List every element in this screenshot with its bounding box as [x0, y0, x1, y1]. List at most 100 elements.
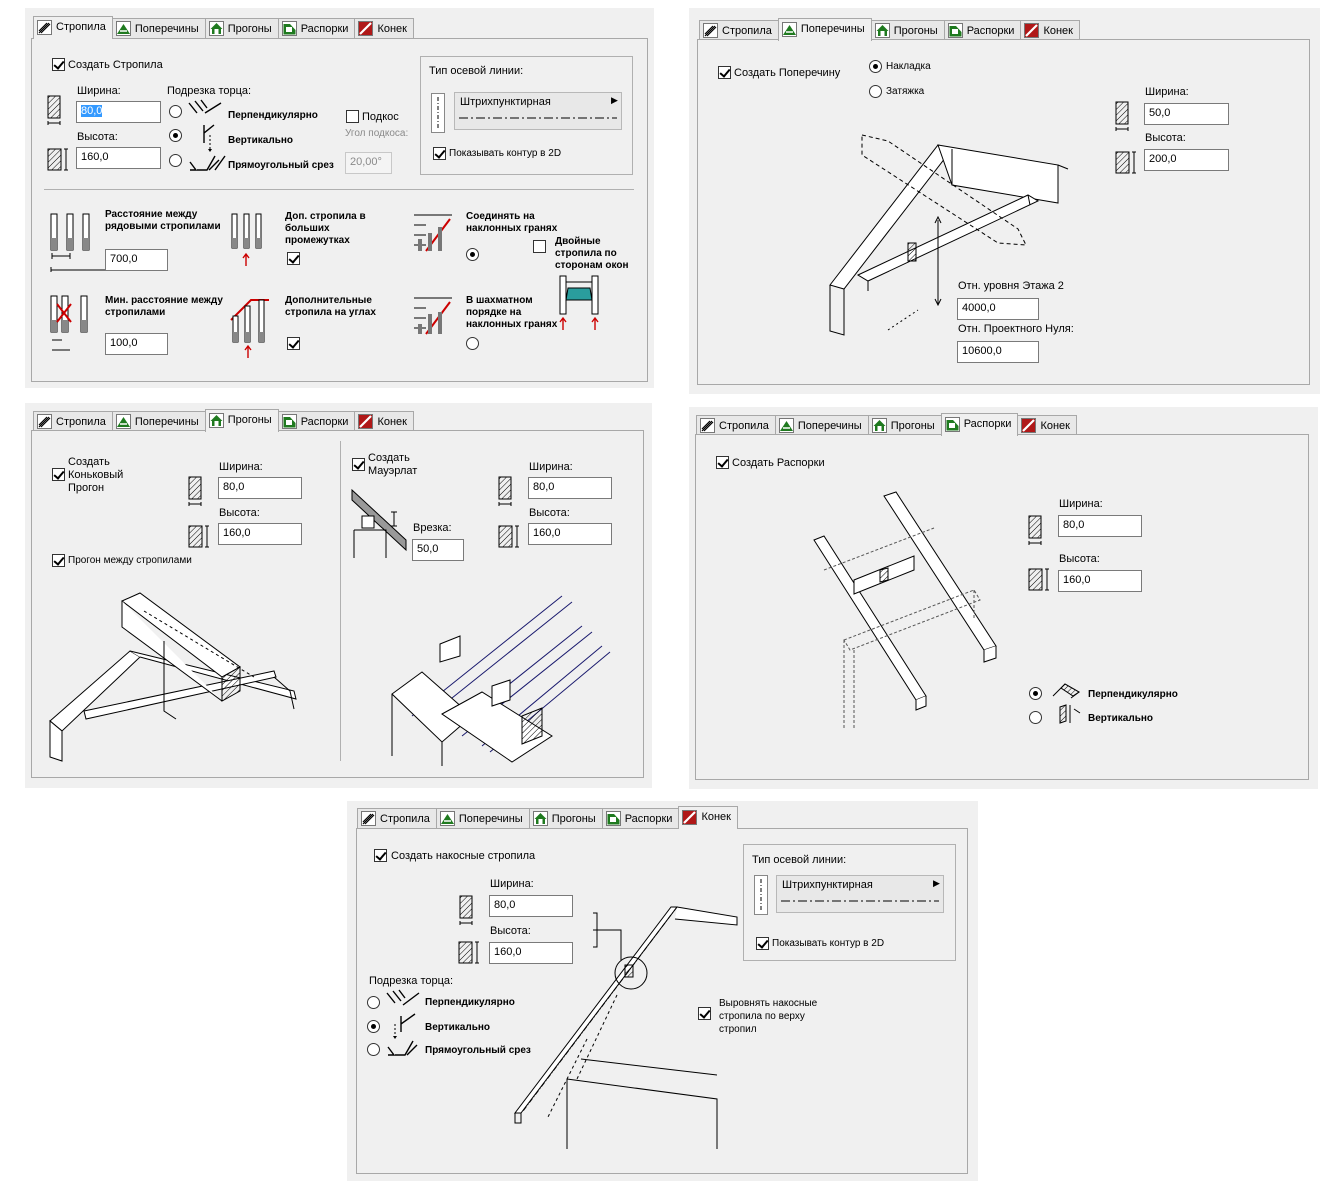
create-rafters-checkbox[interactable]: [52, 58, 65, 71]
floor-level-input[interactable]: 4000,0: [957, 298, 1039, 320]
tab-braces[interactable]: Распорки: [940, 413, 1019, 436]
height-input[interactable]: 160,0: [1058, 570, 1142, 592]
brace-icon: [948, 23, 963, 38]
notch-input[interactable]: 50,0: [412, 539, 464, 561]
tab-ridge[interactable]: Конек: [354, 411, 414, 431]
corner-rafters-checkbox[interactable]: [287, 337, 300, 350]
tab-purlins[interactable]: Прогоны: [204, 409, 279, 432]
tab-rafters[interactable]: Стропила: [33, 411, 113, 431]
width-input[interactable]: 80,0: [76, 101, 161, 123]
create-braces-checkbox[interactable]: [716, 456, 729, 469]
brace-perpendicular-radio[interactable]: [1029, 687, 1042, 700]
join-slopes-radio[interactable]: [466, 248, 479, 261]
stagger-radio[interactable]: [466, 337, 479, 350]
purlin-between-checkbox[interactable]: [52, 554, 65, 567]
rafter-icon: [37, 20, 52, 35]
ridge-icon: [358, 21, 373, 36]
section-height-icon: [497, 524, 521, 550]
cut-perpendicular-icon: [386, 989, 420, 1006]
brace-checkbox[interactable]: [346, 110, 359, 123]
tab-ridge[interactable]: Конек: [1020, 20, 1080, 40]
tab-braces[interactable]: Распорки: [943, 20, 1022, 40]
double-rafters-checkbox[interactable]: [533, 240, 546, 253]
tab-crossbars[interactable]: Поперечины: [774, 415, 869, 435]
tab-braces[interactable]: Распорки: [601, 808, 680, 828]
ridge-width-label: Ширина:: [219, 461, 263, 473]
brace-angle-input[interactable]: 20,00°: [345, 152, 392, 174]
tab-braces[interactable]: Распорки: [277, 411, 356, 431]
height-input[interactable]: 160,0: [489, 942, 573, 964]
hip-rafter-illustration: [507, 899, 747, 1149]
axis-line-dropdown[interactable]: Штрихпунктирная ▶: [454, 92, 622, 130]
overlay-label: Накладка: [886, 61, 931, 72]
extra-rafters-checkbox[interactable]: [287, 252, 300, 265]
min-spacing-input[interactable]: 100,0: [105, 333, 168, 355]
tab-purlins[interactable]: Прогоны: [867, 415, 942, 435]
crossbar-icon: [116, 21, 131, 36]
mauerlat-checkbox[interactable]: [352, 458, 365, 471]
cut-rectangular-label: Прямоугольный срез: [228, 160, 334, 171]
ridge-width-input[interactable]: 80,0: [218, 477, 302, 499]
brace-icon: [282, 414, 297, 429]
mauerlat-label: Создать Мауэрлат: [368, 452, 418, 477]
brace-vertical-radio[interactable]: [1029, 711, 1042, 724]
tab-rafters[interactable]: Стропила: [699, 20, 779, 40]
rafter-spacing-input[interactable]: 700,0: [105, 249, 168, 271]
tab-crossbars[interactable]: Поперечины: [111, 18, 206, 38]
section-height-icon: [457, 940, 481, 966]
cut-vertical-icon: [203, 124, 215, 152]
create-hip-rafters-checkbox[interactable]: [374, 849, 387, 862]
axis-line-icon: [754, 875, 768, 915]
double-rafters-label: Двойные стропила по сторонам окон: [555, 236, 629, 271]
tab-rafters[interactable]: Стропила: [696, 415, 776, 435]
tab-rafters[interactable]: Стропила: [33, 16, 113, 39]
create-crossbar-checkbox[interactable]: [718, 66, 731, 79]
tab-purlins[interactable]: Прогоны: [204, 18, 279, 38]
cut-rectangular-radio[interactable]: [169, 154, 182, 167]
align-hip-rafters-checkbox[interactable]: [698, 1007, 711, 1020]
cut-vertical-radio[interactable]: [367, 1020, 380, 1033]
height-input[interactable]: 200,0: [1144, 149, 1229, 171]
notch-label: Врезка:: [413, 522, 452, 534]
cut-rectangular-radio[interactable]: [367, 1043, 380, 1056]
height-input[interactable]: 160,0: [76, 147, 161, 169]
tie-radio[interactable]: [869, 85, 882, 98]
tab-ridge[interactable]: Конек: [354, 18, 414, 38]
project-zero-input[interactable]: 10600,0: [957, 341, 1039, 363]
floor-level-label: Отн. уровня Этажа 2: [958, 280, 1064, 292]
stagger-icon: [414, 297, 452, 335]
tab-rafters[interactable]: Стропила: [357, 808, 437, 828]
cut-vertical-icon: [393, 1013, 416, 1039]
ridge-purlin-checkbox[interactable]: [52, 468, 65, 481]
mauerlat-width-input[interactable]: 80,0: [528, 477, 612, 499]
width-input[interactable]: 80,0: [1058, 515, 1142, 537]
axis-line-group: Тип осевой линии: Штрихпунктирная ▶ Пока…: [743, 844, 956, 961]
tab-crossbars[interactable]: Поперечины: [111, 411, 206, 431]
cut-perpendicular-icon: [188, 99, 222, 114]
axis-line-dropdown[interactable]: Штрихпунктирная ▶: [776, 875, 944, 913]
purlin-icon: [875, 23, 890, 38]
tab-purlins[interactable]: Прогоны: [528, 808, 603, 828]
tab-braces[interactable]: Распорки: [277, 18, 356, 38]
width-input[interactable]: 80,0: [489, 895, 573, 917]
crossbar-icon: [116, 414, 131, 429]
cut-perpendicular-radio[interactable]: [367, 996, 380, 1009]
show-contour-checkbox[interactable]: [756, 937, 769, 950]
show-contour-checkbox[interactable]: [433, 147, 446, 160]
panel-purlins: Стропила Поперечины Прогоны Распорки Кон…: [25, 403, 652, 788]
mauerlat-height-input[interactable]: 160,0: [528, 523, 612, 545]
project-zero-label: Отн. Проектного Нуля:: [958, 323, 1074, 335]
width-input[interactable]: 50,0: [1144, 103, 1229, 125]
tab-crossbars[interactable]: Поперечины: [777, 18, 872, 41]
mauerlat-width-label: Ширина:: [529, 461, 573, 473]
tab-bar: Стропила Поперечины Прогоны Распорки Кон…: [33, 16, 414, 39]
overlay-radio[interactable]: [869, 60, 882, 73]
tab-purlins[interactable]: Прогоны: [870, 20, 945, 40]
cut-perpendicular-radio[interactable]: [169, 105, 182, 118]
tie-label: Затяжка: [886, 86, 925, 97]
ridge-height-input[interactable]: 160,0: [218, 523, 302, 545]
cut-vertical-radio[interactable]: [169, 129, 182, 142]
tab-ridge[interactable]: Конек: [1017, 415, 1077, 435]
tab-ridge[interactable]: Конек: [678, 806, 738, 829]
tab-crossbars[interactable]: Поперечины: [435, 808, 530, 828]
